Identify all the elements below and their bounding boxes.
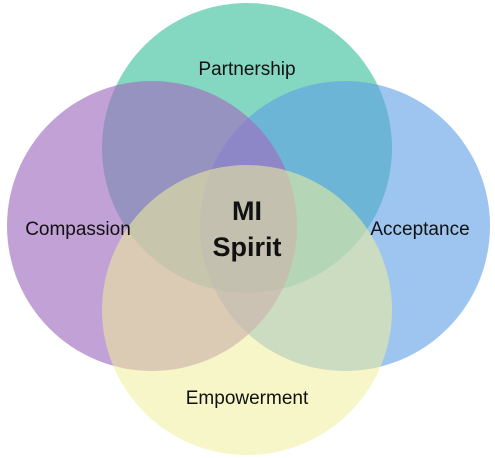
empowerment-circle <box>102 165 392 455</box>
center-title-line2: Spirit <box>212 232 281 262</box>
acceptance-label: Acceptance <box>370 219 469 240</box>
empowerment-label: Empowerment <box>186 388 309 409</box>
center-title-line1: MI <box>232 196 262 226</box>
compassion-label: Compassion <box>25 219 131 240</box>
partnership-label: Partnership <box>198 59 295 80</box>
